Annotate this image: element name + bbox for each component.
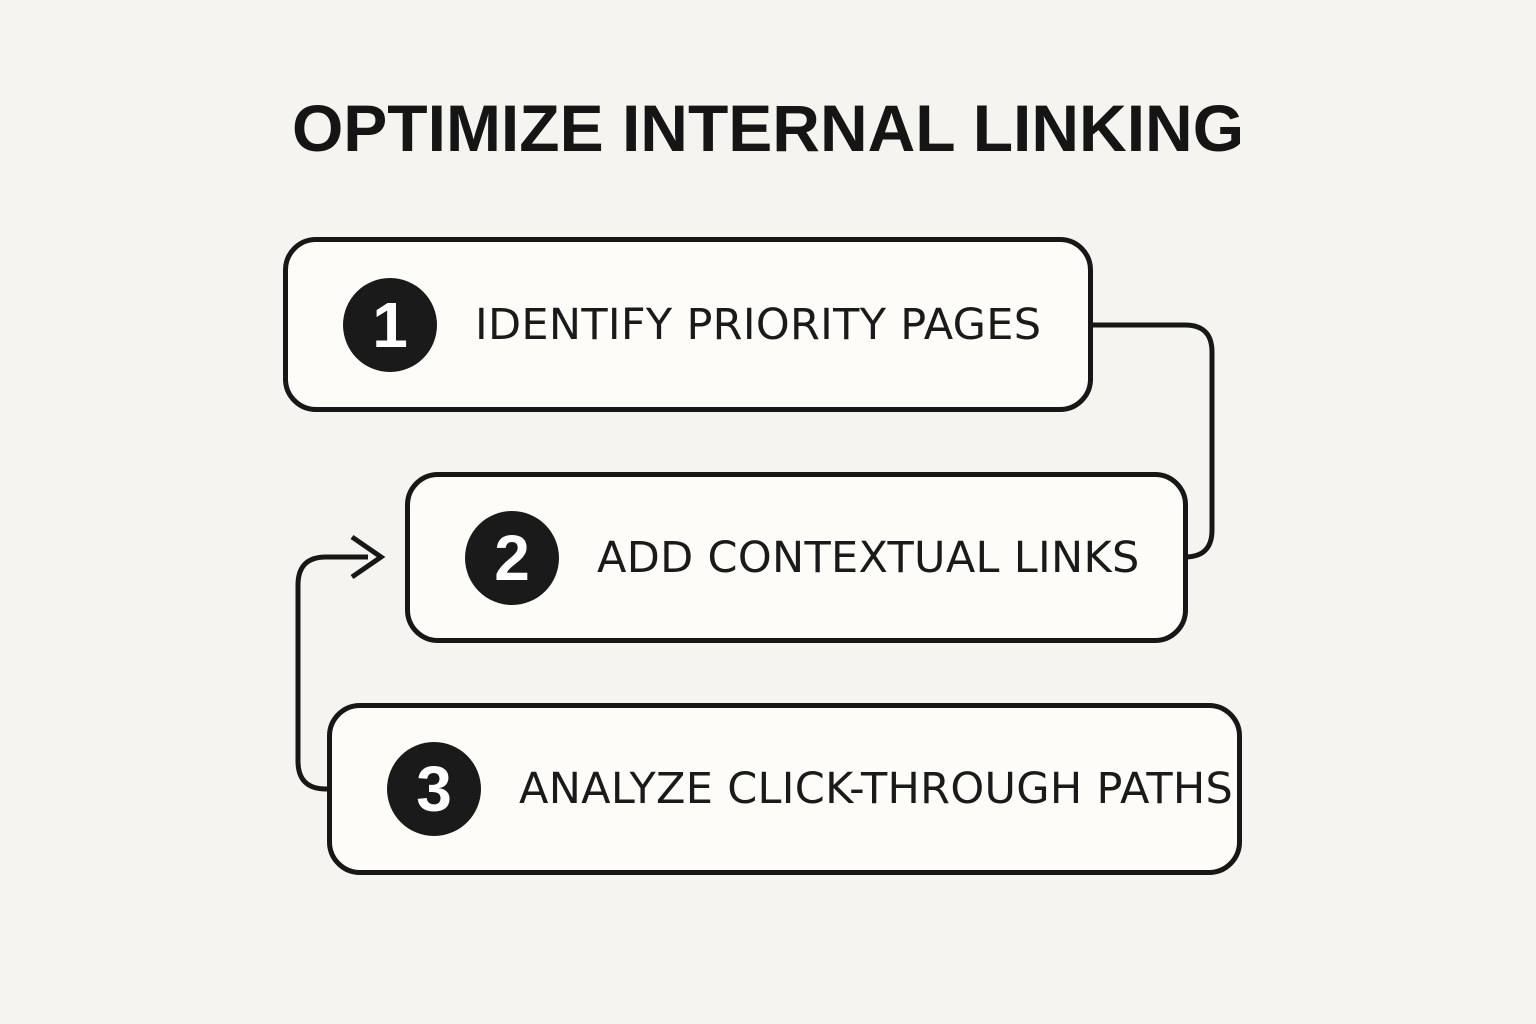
step-number: 3 [416,753,452,825]
step-number-badge: 1 [343,277,437,372]
step-card-3: 3 ANALYZE CLICK-THROUGH PATHS [327,703,1242,875]
connector-step1-to-step2 [1090,322,1215,560]
step-number: 1 [372,288,408,361]
step-card-2: 2 ADD CONTEXTUAL LINKS [405,472,1188,643]
step-label: ANALYZE CLICK-THROUGH PATHS [519,764,1234,814]
arrowhead-icon [350,534,386,580]
step-number: 2 [494,521,530,594]
step-number-badge: 3 [387,742,481,836]
step-card-1: 1 IDENTIFY PRIORITY PAGES [283,237,1093,412]
step-label: ADD CONTEXTUAL LINKS [597,532,1140,583]
step-label: IDENTIFY PRIORITY PAGES [475,299,1042,350]
connector-step3-to-step2 [295,554,368,792]
step-number-badge: 2 [465,510,559,605]
page-title: OPTIMIZE INTERNAL LINKING [291,91,1245,165]
